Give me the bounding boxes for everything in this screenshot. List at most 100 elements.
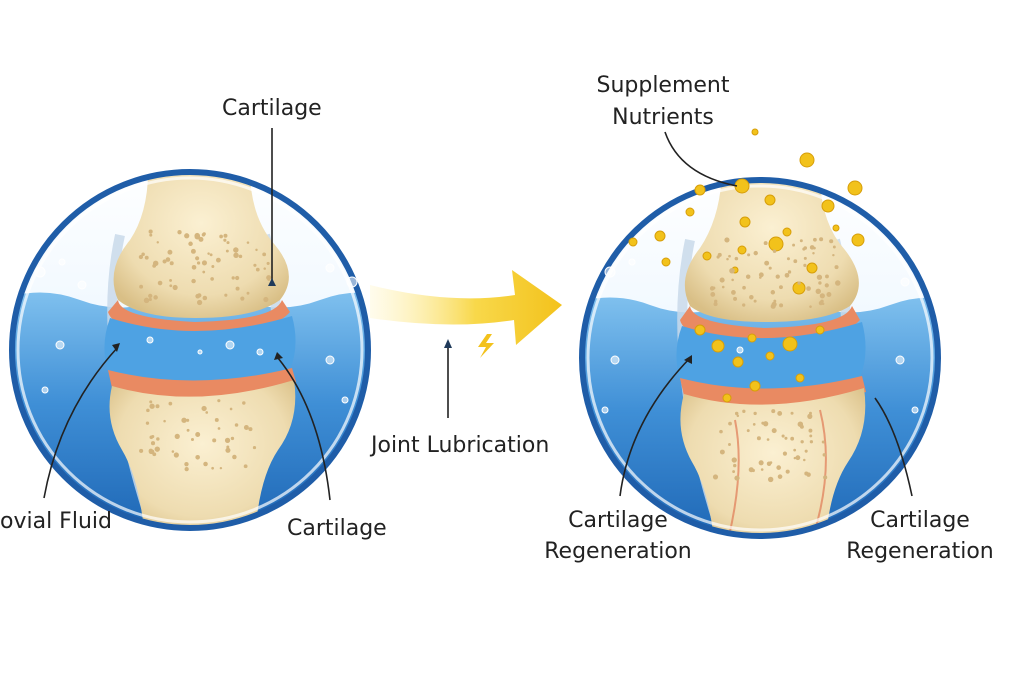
bone-pore [201, 405, 207, 412]
bone-texture [138, 229, 841, 483]
bone-pore [155, 448, 158, 452]
label-supplement-nutrients-line2: Nutrients [612, 105, 714, 130]
bone-pore [809, 305, 812, 308]
label-synovial-fluid: ovial Fluid [0, 509, 112, 534]
bone-pore [803, 246, 808, 250]
nutrient-particle [782, 227, 792, 237]
bone-pore [202, 270, 206, 274]
bone-pore [734, 411, 739, 416]
bone-pore [782, 451, 788, 456]
bone-pore [736, 414, 740, 418]
bone-pore [233, 247, 239, 253]
bone-pore [174, 433, 180, 439]
bone-pore [793, 448, 797, 452]
bone-pore [747, 253, 751, 257]
bone-pore [781, 434, 785, 438]
bone-pore [726, 257, 729, 261]
bone-pore [719, 277, 725, 283]
bone-pore [223, 233, 228, 238]
bone-pore [188, 241, 193, 247]
bone-pore [763, 241, 768, 246]
lower-cartilage [108, 368, 296, 398]
bone-pore [758, 272, 764, 278]
bone-pore [769, 461, 773, 464]
bone-pore [785, 469, 790, 474]
water-bubble [900, 277, 910, 287]
bone-pore [714, 299, 718, 303]
label-regeneration-right-line1: Cartilage [870, 508, 970, 533]
bone-pore [732, 470, 736, 473]
nutrient-particle [764, 194, 776, 206]
bone-pore [195, 293, 201, 299]
leader-regen-right [874, 397, 913, 497]
bone-pore [139, 448, 144, 453]
bone-pore [255, 267, 260, 272]
bone-pore [803, 263, 807, 267]
bone-pore [211, 466, 214, 470]
bone-pore [162, 259, 167, 264]
bone-pore [252, 445, 257, 450]
bone-pore [184, 233, 190, 239]
bone-pore [771, 428, 777, 434]
lightning-icon [478, 334, 494, 358]
bone-pore [717, 252, 722, 257]
nutrient-particle [737, 245, 747, 255]
bone-pore [776, 465, 782, 470]
bone-pore [149, 403, 155, 409]
bone-pore [800, 440, 804, 444]
nutrient-particle [851, 233, 865, 247]
water-bubble [919, 262, 931, 274]
water-bubble [41, 386, 49, 394]
bone-pore [779, 303, 784, 308]
leader-regen-left [619, 357, 691, 497]
water-bubble [55, 340, 65, 350]
bone-pore [157, 280, 163, 286]
nutrient-particle [739, 216, 751, 228]
bone-pore [217, 399, 221, 403]
bone-pore [809, 434, 813, 438]
bone-pore [756, 436, 761, 441]
bone-pore [749, 295, 754, 300]
leader-cartilage-bottom [277, 357, 331, 501]
bone-pore [834, 265, 839, 270]
bone-pore [758, 460, 764, 466]
bone-pore [733, 463, 737, 468]
label-regeneration-left-line1: Cartilage [568, 508, 668, 533]
bone-pore [761, 421, 765, 425]
bone-pore [808, 428, 813, 433]
bone-pore [731, 290, 736, 295]
bone-pore [225, 447, 231, 453]
bone-pore [753, 250, 758, 256]
bone-pore [203, 461, 208, 467]
bone-pore [813, 237, 817, 242]
water-bubble [736, 346, 744, 354]
bone-pore [759, 276, 762, 279]
bone-pore [169, 278, 173, 282]
bone-pore [149, 435, 154, 440]
bone-pore [819, 293, 825, 299]
nutrient-particle [685, 207, 695, 217]
bone-pore [766, 438, 770, 441]
label-cartilage-bottom: Cartilage [287, 516, 387, 541]
water-bubble [911, 406, 919, 414]
bone-pore [231, 276, 235, 280]
bone-pore [190, 248, 196, 254]
nutrient-particle [847, 180, 863, 196]
bone-pore [238, 254, 243, 259]
bone-pore [172, 284, 178, 291]
bone-pore [821, 302, 825, 306]
water-bubble [346, 276, 358, 288]
bone-pore [819, 237, 824, 242]
nutrient-particle [832, 224, 840, 232]
bone-pore [724, 237, 730, 243]
bone-pore [235, 286, 240, 291]
nutrient-particle [768, 236, 784, 252]
bone-pore [195, 432, 201, 437]
right-arrow-icon [370, 270, 562, 345]
bone-pore [731, 457, 737, 463]
nutrient-particle [722, 393, 732, 403]
bone-pore [790, 436, 795, 441]
bone-pore [153, 295, 158, 300]
bone-pore [820, 299, 824, 304]
